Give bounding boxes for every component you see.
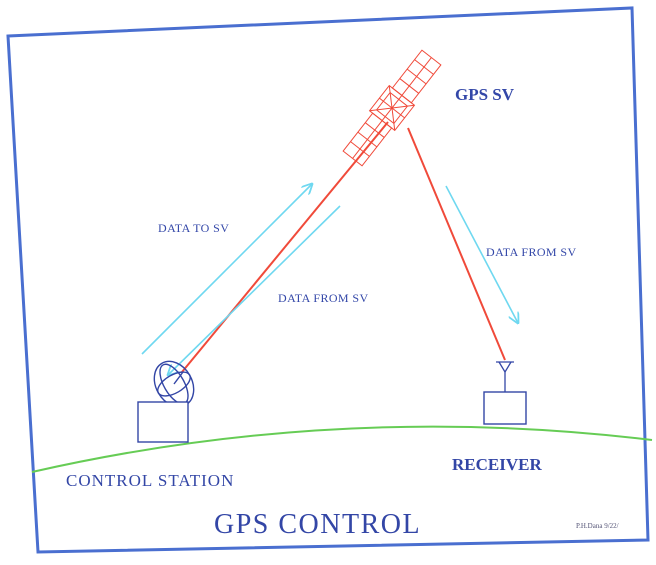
data-from-sv-receiver-label: DATA FROM SV [486, 245, 577, 259]
antenna-icon [496, 361, 514, 392]
receiver-box [483, 391, 527, 425]
diagram-title: GPS CONTROL [214, 509, 421, 540]
satellite-label: GPS SV [455, 85, 515, 104]
credit-text: P.H.Dana 9/22/ [576, 522, 619, 530]
data-to-sv-arrow [141, 184, 312, 355]
downlink-signal-line [407, 127, 506, 361]
control-station-label: CONTROL STATION [66, 471, 234, 490]
data-from-sv-station-label: DATA FROM SV [278, 291, 369, 305]
uplink-signal-line [181, 121, 389, 373]
data-from-sv-station-arrow [168, 205, 341, 375]
data-from-sv-receiver-arrow [445, 185, 518, 323]
satellite-icon [342, 49, 442, 167]
data-to-sv-label: DATA TO SV [158, 221, 229, 235]
receiver-label: RECEIVER [452, 455, 542, 474]
control-station-box [137, 401, 189, 443]
earth-horizon [31, 425, 653, 473]
